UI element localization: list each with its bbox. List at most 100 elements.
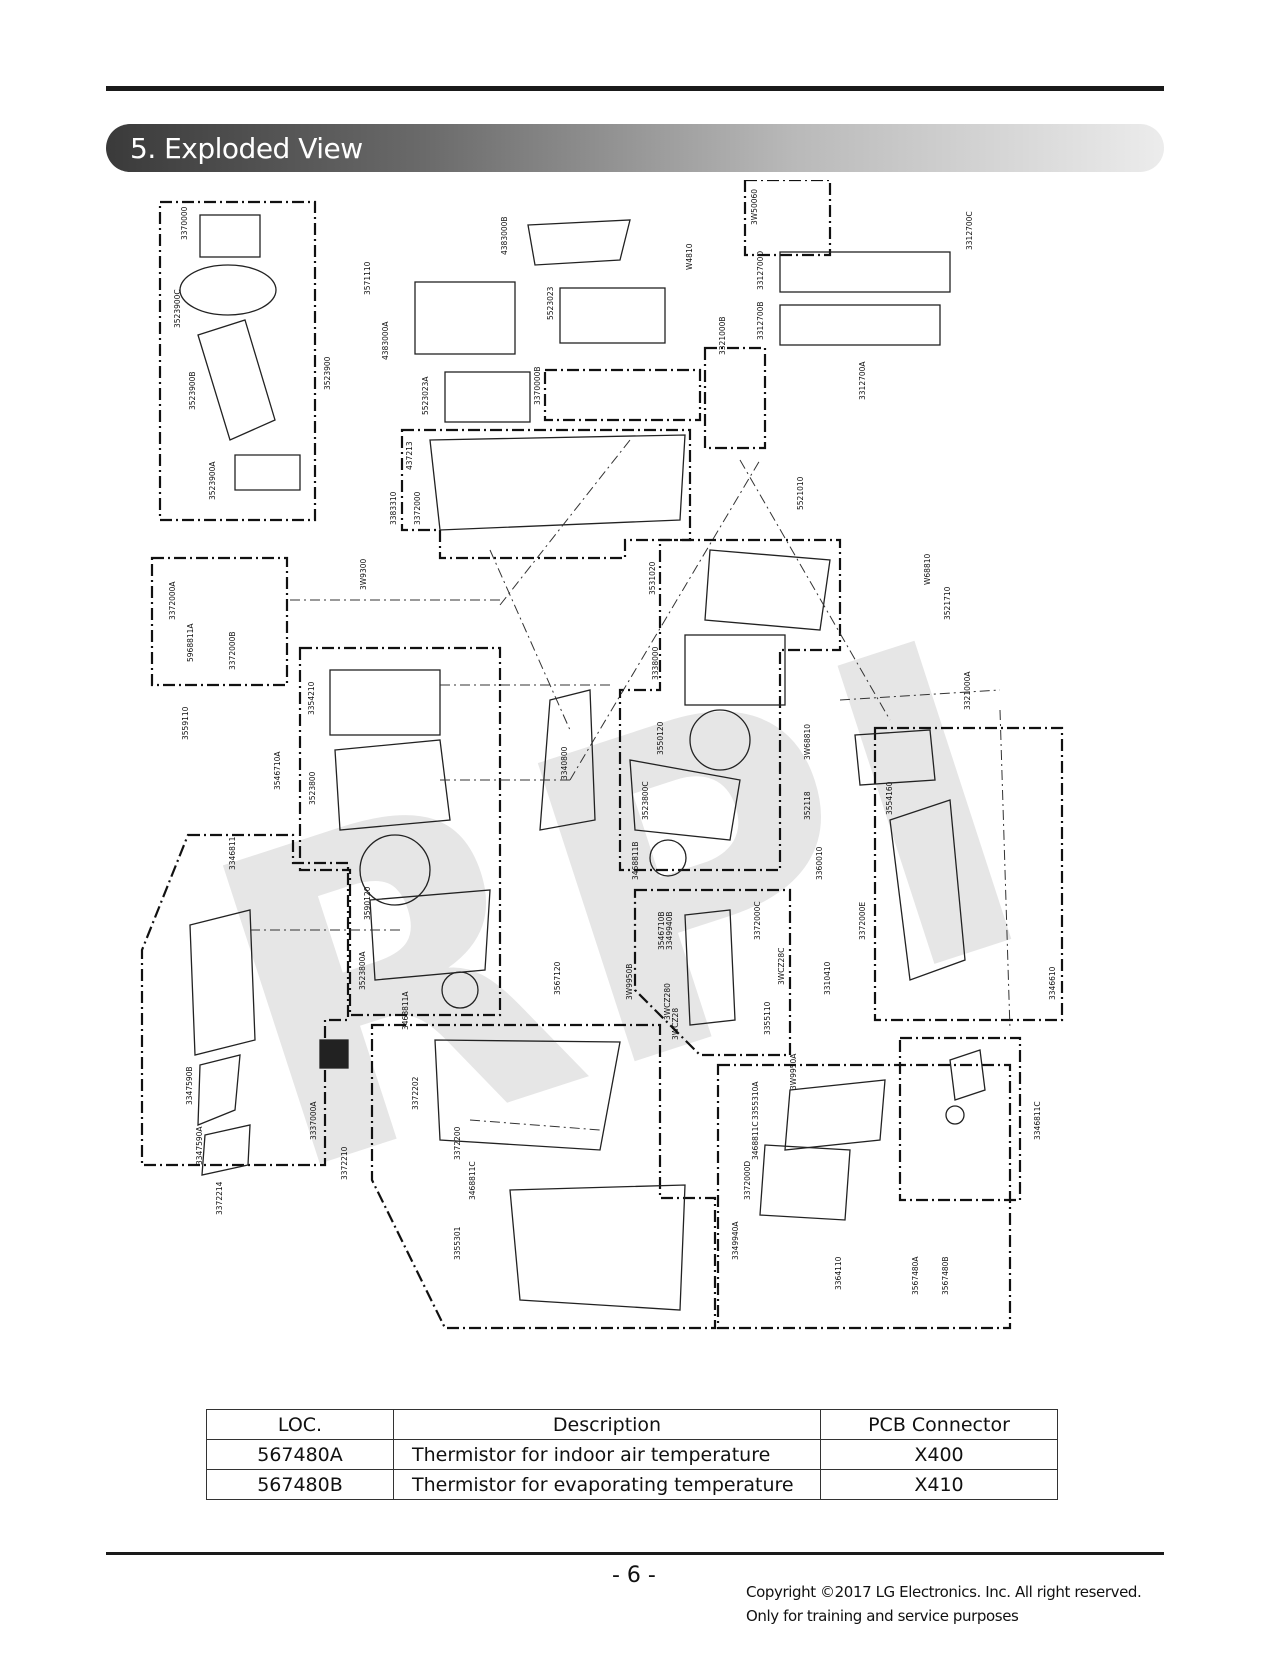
group-box-left — [140, 833, 350, 1167]
hose-connector-part — [779, 251, 951, 293]
table-header-row: LOC. Description PCB Connector — [206, 1409, 1058, 1440]
flange-part — [179, 264, 277, 316]
group-box-drain — [703, 346, 767, 450]
filter-part — [559, 287, 666, 344]
exhaust-hose-part — [197, 319, 276, 441]
part-label: 3372000B — [228, 631, 237, 670]
part-label: 3372200 — [453, 1126, 462, 1160]
part-label: 3346811 — [228, 836, 237, 870]
base-pan-part — [889, 799, 966, 981]
table-row: 567480A Thermistor for indoor air temper… — [206, 1439, 1058, 1470]
part-label: 3468811C — [468, 1161, 477, 1200]
group-box-remote — [150, 556, 289, 687]
leader-line — [499, 439, 631, 606]
part-label: 3468811A — [401, 991, 410, 1030]
fan-part — [689, 709, 751, 771]
part-label: 3468811B — [631, 841, 640, 880]
control-box-part — [539, 689, 596, 831]
pcb-main-part — [784, 1079, 886, 1151]
top-cover-part — [429, 434, 686, 531]
part-label: 3347590B — [185, 1066, 194, 1105]
loc-cell: 567480A — [206, 1439, 394, 1470]
exploded-view-diagram: RPI — [140, 180, 1130, 1395]
part-label: 3312700C — [965, 211, 974, 250]
part-label: 3355110 — [763, 1001, 772, 1035]
part-label: 3372214 — [215, 1181, 224, 1215]
group-box-pcb — [716, 1063, 1012, 1330]
part-label: 5523023 — [546, 286, 555, 320]
heat-exchanger-part — [684, 634, 786, 706]
section-title: 5. Exploded View — [130, 132, 363, 165]
motor-part — [649, 839, 687, 877]
blower-wheel-part — [359, 834, 431, 906]
column-header-loc: LOC. — [206, 1409, 394, 1440]
column-header-pcb-connector: PCB Connector — [820, 1409, 1058, 1440]
part-label: 3349940B — [665, 911, 674, 950]
copyright-line: Copyright ©2017 LG Electronics. Inc. All… — [746, 1583, 1142, 1601]
part-label: 3364110 — [834, 1256, 843, 1290]
part-label: 3340800 — [560, 746, 569, 780]
part-label: 3523900C — [173, 289, 182, 328]
part-label: 5523023A — [421, 376, 430, 415]
group-box-front — [370, 1023, 717, 1330]
part-label: 3312700A — [858, 361, 867, 400]
part-label: 3346811C — [1033, 1101, 1042, 1140]
part-label: 3W9950A — [789, 1053, 798, 1090]
part-label: W4810 — [685, 243, 694, 270]
front-cover-part — [509, 1184, 686, 1311]
part-label: 3321000B — [718, 316, 727, 355]
mesh-part — [319, 1039, 349, 1069]
part-label: 3W50060 — [750, 189, 759, 225]
part-label: 3WCZ280 — [663, 983, 672, 1020]
part-label: 3349940A — [731, 1221, 740, 1260]
group-box-compressor — [873, 726, 1064, 1022]
part-label: 3310410 — [823, 961, 832, 995]
part-label: 3346610 — [1048, 966, 1057, 1000]
connector-cell: X410 — [820, 1469, 1058, 1500]
left-panel-part — [189, 909, 256, 1056]
page-number: - 6 - — [612, 1563, 656, 1588]
leader-line — [569, 459, 761, 781]
part-label: 3567120 — [553, 961, 562, 995]
part-label: 437213 — [405, 441, 414, 470]
part-label: 3370000B — [533, 366, 542, 405]
part-label: 3523900 — [323, 356, 332, 390]
leader-line — [489, 549, 571, 731]
leader-line — [469, 1119, 601, 1131]
copyright: Copyright ©2017 LG Electronics. Inc. All… — [746, 1580, 1142, 1628]
blower-motor-part — [441, 971, 479, 1009]
blower-housing-part — [334, 739, 451, 831]
group-box-duct — [158, 200, 317, 522]
part-label: 3355310A — [751, 1081, 760, 1120]
group-box-top-cover — [400, 428, 692, 560]
part-label: 3W9950B — [625, 964, 634, 1000]
part-label: 3347590A — [195, 1126, 204, 1165]
part-label: 3554160 — [885, 781, 894, 815]
bottom-rule — [106, 1552, 1164, 1555]
leader-line — [839, 689, 1001, 701]
part-label: 3521710 — [943, 586, 952, 620]
window-adapter-part — [234, 454, 301, 491]
leader-line — [999, 709, 1011, 1031]
part-label: 3321000A — [963, 671, 972, 710]
part-label: W68810 — [923, 553, 932, 585]
part-label: 3312700D — [756, 251, 765, 290]
part-label: 3523900A — [208, 461, 217, 500]
part-label: 3370000 — [180, 206, 189, 240]
part-label: 3372000C — [753, 901, 762, 940]
part-label: 3W68810 — [803, 724, 812, 760]
connector-cell: X400 — [820, 1439, 1058, 1470]
part-label: 3372000A — [168, 581, 177, 620]
diagram-svg: RPI — [140, 180, 1081, 1330]
part-label: 3550120 — [656, 721, 665, 755]
part-label: 3372000D — [743, 1161, 752, 1200]
part-label: 3523800 — [308, 771, 317, 805]
copyright-line: Only for training and service purposes — [746, 1607, 1019, 1625]
part-label: 3590120 — [363, 886, 372, 920]
grille-part — [199, 214, 261, 258]
part-label: 3567480A — [911, 1256, 920, 1295]
part-label: 3468811C — [751, 1121, 760, 1160]
description-cell: Thermistor for indoor air temperature — [393, 1439, 821, 1470]
part-label: 3WCZ28 — [671, 1008, 680, 1040]
part-label: 3531020 — [648, 561, 657, 595]
